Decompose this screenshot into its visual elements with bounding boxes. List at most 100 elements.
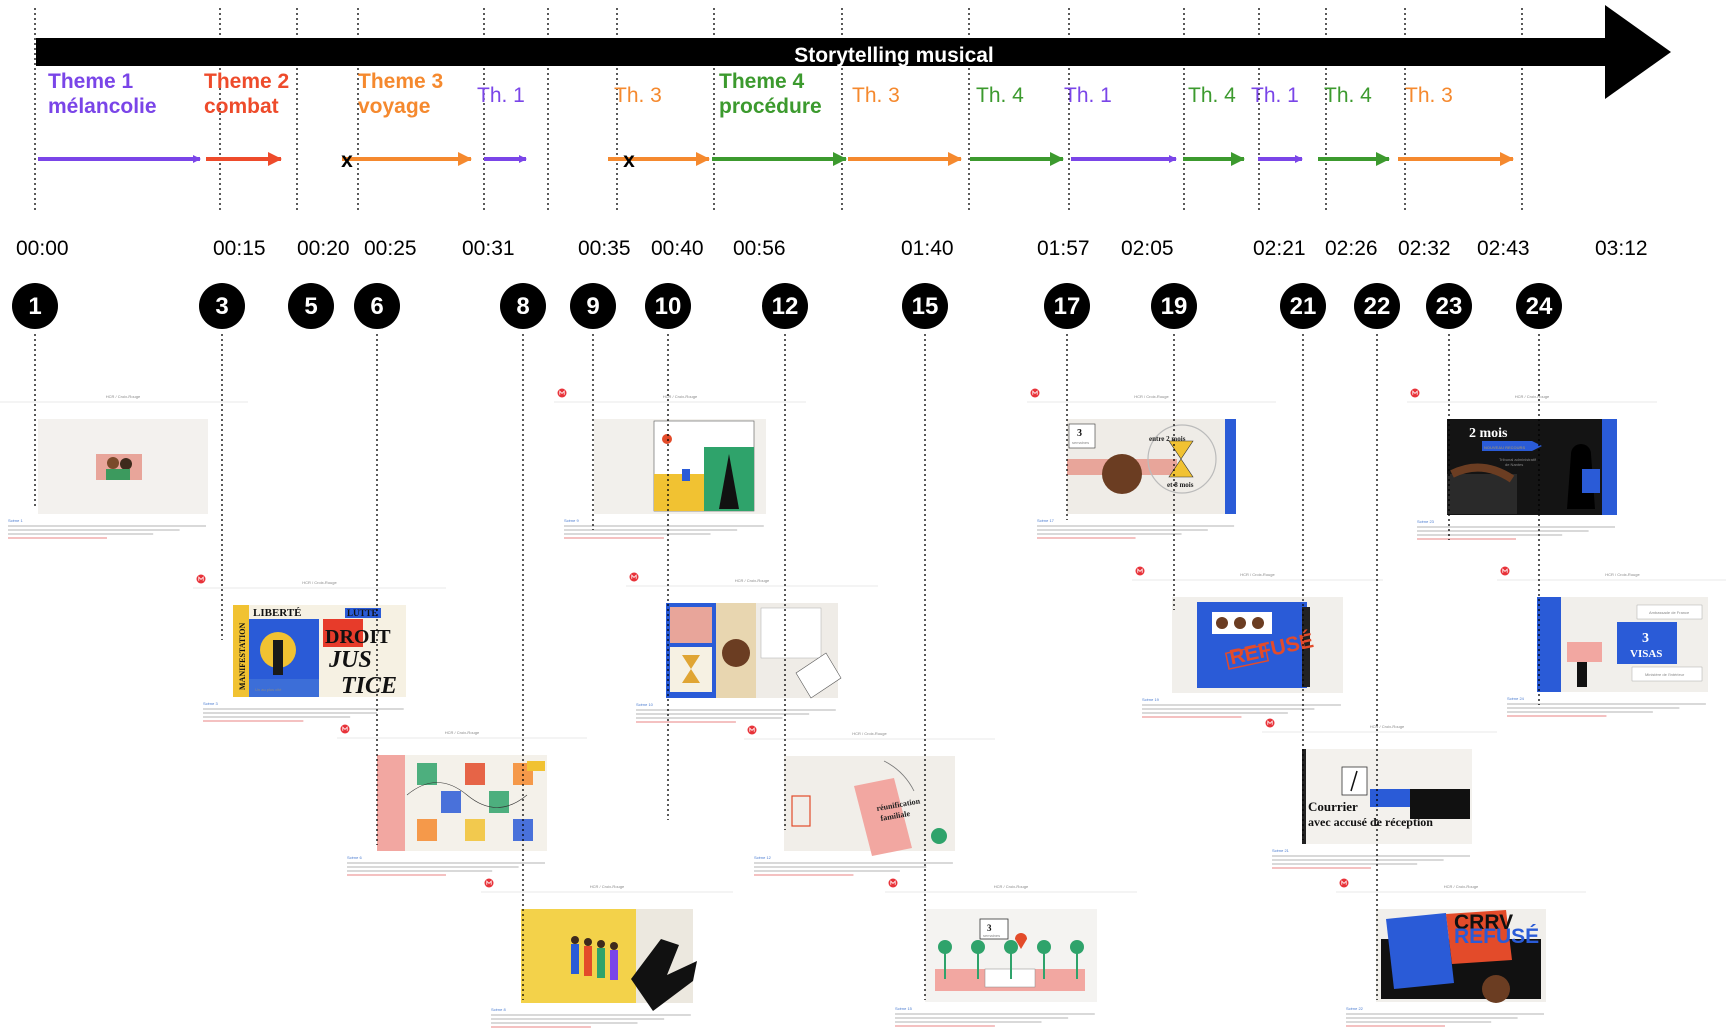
frame-word: avec accusé de réception: [1308, 815, 1433, 829]
timestamp-label: 00:40: [651, 237, 704, 260]
scene-marker-number: 6: [370, 293, 383, 320]
short-theme-label: Th. 1: [1251, 84, 1299, 107]
frame-caption: Scène 8: [491, 1007, 506, 1012]
timestamp-label: 02:21: [1253, 237, 1306, 260]
frame-artwork: [521, 909, 697, 1011]
scene-marker-24: 24: [1516, 283, 1562, 329]
scene-marker-number: 9: [586, 293, 599, 320]
scene-marker-number: 5: [304, 293, 317, 320]
timestamp-label: 00:25: [364, 237, 417, 260]
marker-connectors: [34, 334, 1540, 1000]
frame-header: HCR / Croix-Rouge: [852, 731, 887, 736]
frame-word: semaines: [1072, 440, 1089, 445]
scene-marker-3: 3: [199, 283, 245, 329]
timestamp-label: 03:12: [1595, 237, 1648, 260]
theme-label-title: Theme 2: [204, 70, 289, 93]
frame-caption: Scène 1: [8, 518, 23, 523]
scene-marker-number: 17: [1054, 293, 1081, 320]
frame-word: Courrier: [1308, 799, 1358, 814]
scene-marker-number: 22: [1364, 293, 1391, 320]
theme-label-mood: procédure: [719, 95, 822, 118]
frame-header: HCR / Croix-Rouge: [1240, 572, 1275, 577]
frame-caption: Scène 21: [1272, 848, 1290, 853]
scene-marker-15: 15: [902, 283, 948, 329]
short-theme-label: Th. 3: [614, 84, 662, 107]
frame-header: HCR / Croix-Rouge: [106, 394, 141, 399]
scene-marker-10: 10: [645, 283, 691, 329]
timestamp-label: 00:35: [578, 237, 631, 260]
scene-marker-22: 22: [1354, 283, 1400, 329]
frame-caption: Scène 15: [895, 1006, 913, 1011]
frame-word: REFUSÉ: [1454, 925, 1539, 948]
time-guide-lines: [34, 8, 1523, 212]
frame-word: de Nantes: [1505, 462, 1523, 467]
poster-word: LUTTE: [347, 608, 378, 618]
scene-marker-number: 23: [1436, 293, 1463, 320]
frame-header: HCR / Croix-Rouge: [1515, 394, 1550, 399]
scene-marker-17: 17: [1044, 283, 1090, 329]
theme-label-mood: voyage: [358, 95, 430, 118]
frame-word: 3: [987, 923, 992, 933]
scene-marker-1: 1: [12, 283, 58, 329]
frame-header: HCR / Croix-Rouge: [1134, 394, 1169, 399]
scene-marker-number: 3: [215, 293, 228, 320]
scene-marker-number: 15: [912, 293, 939, 320]
frame-caption: Scène 9: [564, 518, 579, 523]
poster-word: JUS: [328, 647, 372, 673]
scene-marker-number: 12: [772, 293, 799, 320]
frame-word: NOUVEAU RECOURS: [1484, 445, 1525, 450]
scene-marker-number: 19: [1161, 293, 1188, 320]
timestamp-label: 01:57: [1037, 237, 1090, 260]
frame-header: HCR / Croix-Rouge: [994, 884, 1029, 889]
frame-caption: Scène 6: [347, 855, 362, 860]
scene-marker-6: 6: [354, 283, 400, 329]
scene-marker-number: 1: [28, 293, 41, 320]
frame-caption: Scène 23: [1417, 519, 1435, 524]
poster-word: MANIFESTATION: [238, 623, 247, 690]
frame-header: HCR / Croix-Rouge: [1605, 572, 1640, 577]
scene-marker-12: 12: [762, 283, 808, 329]
theme-label-mood: combat: [204, 95, 279, 118]
timestamp-label: 00:31: [462, 237, 515, 260]
frame-word: Ambassade de France: [1649, 610, 1690, 615]
timestamp-label: 02:43: [1477, 237, 1530, 260]
storyboard-frame-12: HCR / Croix-RougeréunificationfamilialeS…: [744, 725, 995, 905]
short-theme-label: Th. 1: [1064, 84, 1112, 107]
timestamp-label: 00:56: [733, 237, 786, 260]
frame-word: VISAS: [1630, 648, 1662, 660]
theme-label-title: Theme 1: [48, 70, 134, 93]
scene-marker-number: 8: [516, 293, 529, 320]
frame-artwork: [594, 419, 766, 514]
frame-word: entre 2 mois: [1149, 435, 1186, 443]
theme-label-title: Theme 3: [358, 70, 443, 93]
theme-label-title: Theme 4: [719, 70, 805, 93]
short-theme-label: Th. 3: [1405, 84, 1453, 107]
scene-marker-5: 5: [288, 283, 334, 329]
poster-word: DROIT: [325, 626, 391, 648]
frame-word: 3: [1642, 631, 1649, 646]
diagram-title: Storytelling musical: [794, 44, 994, 67]
frame-word: semaines: [983, 933, 1000, 938]
timestamp-label: 01:40: [901, 237, 954, 260]
